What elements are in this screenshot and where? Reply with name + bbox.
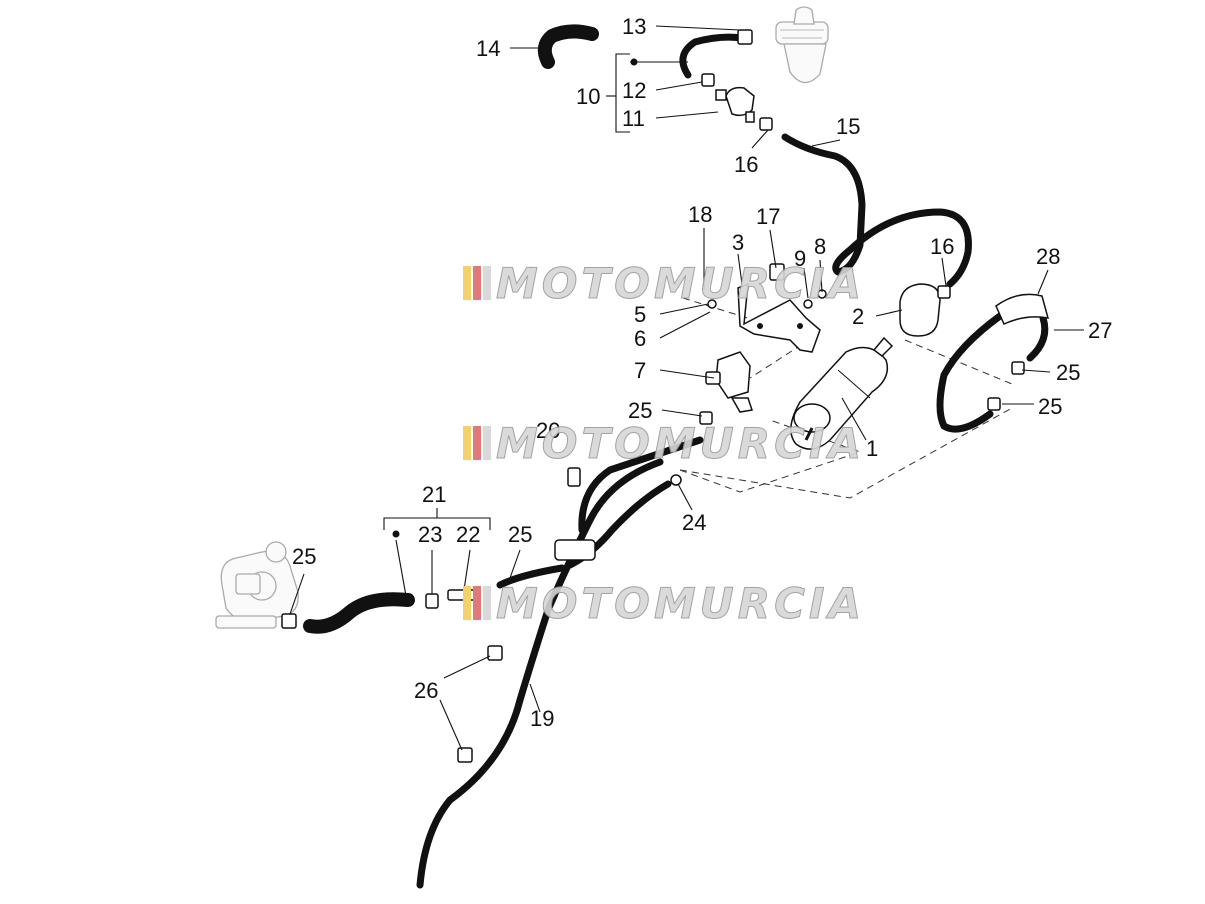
callout-1: 1 <box>866 436 878 461</box>
callout-14: 14 <box>476 36 500 61</box>
callout-25-throttle: 25 <box>292 544 316 569</box>
watermark-top: MOTOMURCIA <box>463 259 865 309</box>
callout-24: 24 <box>682 510 706 535</box>
callout-3: 3 <box>732 230 744 255</box>
watermark-bottom: MOTOMURCIA <box>463 579 865 629</box>
callout-26: 26 <box>414 678 438 703</box>
callout-20: 20 <box>536 418 560 443</box>
small-fittings <box>281 29 1025 763</box>
watermark-text: MOTOMURCIA <box>496 419 865 468</box>
callout-16-top: 16 <box>734 152 758 177</box>
throttle-body-part <box>215 541 299 629</box>
callout-19: 19 <box>530 706 554 731</box>
clamp-2 <box>899 283 941 337</box>
callout-5: 5 <box>634 302 646 327</box>
callout-25-center: 25 <box>508 522 532 547</box>
callout-8: 8 <box>814 234 826 259</box>
callout-23: 23 <box>418 522 442 547</box>
fuel-tank-filler-part <box>775 6 829 84</box>
callout-27: 27 <box>1088 318 1112 343</box>
callout-25-right-upper: 25 <box>1056 360 1080 385</box>
callout-11: 11 <box>622 106 645 131</box>
callout-16-right: 16 <box>930 234 954 259</box>
callout-22: 22 <box>456 522 480 547</box>
callout-labels: 1 2 3 5 6 7 8 9 10 11 12 13 14 15 16 16 … <box>292 14 1112 731</box>
callout-25-right-lower: 25 <box>1038 394 1062 419</box>
callout-9: 9 <box>794 246 806 271</box>
callout-10: 10 <box>576 84 600 109</box>
callout-7: 7 <box>634 358 646 383</box>
callout-15: 15 <box>836 114 860 139</box>
callout-25-valve: 25 <box>628 398 652 423</box>
callout-21: 21 <box>422 482 446 507</box>
bracket-3 <box>737 282 821 353</box>
fuel-filter-1 <box>790 336 894 450</box>
callout-6: 6 <box>634 326 646 351</box>
watermark-middle: MOTOMURCIA <box>463 419 865 469</box>
leader-lines <box>289 25 1084 751</box>
watermark-text: MOTOMURCIA <box>496 259 865 308</box>
callout-2: 2 <box>852 304 864 329</box>
callout-28: 28 <box>1036 244 1060 269</box>
protection-sleeve-28 <box>995 293 1050 325</box>
vent-valve-11 <box>715 86 755 123</box>
callout-17: 17 <box>756 204 780 229</box>
watermark-text: MOTOMURCIA <box>496 579 865 628</box>
callout-13: 13 <box>622 14 646 39</box>
valve-7 <box>705 351 753 413</box>
callout-18: 18 <box>688 202 712 227</box>
callout-12: 12 <box>622 78 646 103</box>
